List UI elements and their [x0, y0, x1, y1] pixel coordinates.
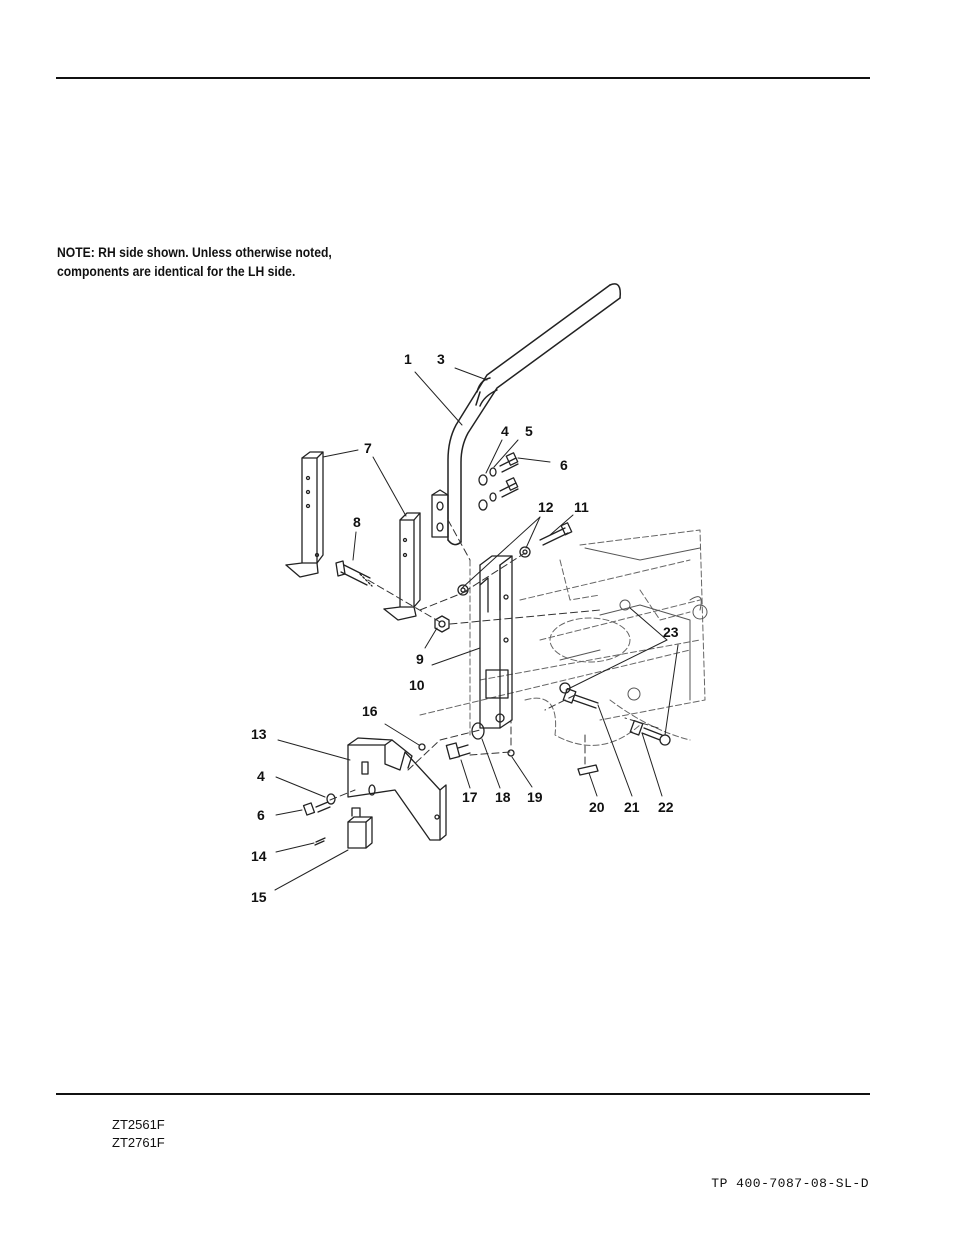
bolt-set-lower — [302, 793, 336, 816]
bolt-set-upper — [478, 452, 519, 511]
frame-solid-lines — [559, 547, 708, 701]
nut-12 — [457, 546, 531, 596]
callout-8: 8 — [353, 514, 361, 530]
callout-19: 19 — [527, 789, 543, 805]
callout-21: 21 — [624, 799, 640, 815]
callout-1: 1 — [404, 351, 412, 367]
nut-16 — [418, 743, 426, 751]
note-text: NOTE: RH side shown. Unless otherwise no… — [57, 243, 332, 281]
callout-labels: 1 3 4 5 6 7 8 9 10 11 12 13 4 6 14 15 16… — [251, 351, 679, 905]
callout-16: 16 — [362, 703, 378, 719]
callout-11: 11 — [574, 499, 589, 515]
fitting-19 — [507, 749, 515, 757]
bolt-8 — [335, 560, 373, 587]
model-list: ZT2561F ZT2761F — [112, 1116, 165, 1152]
nut-23b — [659, 734, 671, 746]
model-item: ZT2561F — [112, 1117, 165, 1132]
mower-frame-outline — [419, 529, 706, 746]
pin-14 — [314, 837, 326, 846]
bolt-22 — [629, 720, 663, 741]
nut-9 — [434, 615, 450, 633]
nut-23a — [559, 682, 571, 694]
assembly-lines — [329, 519, 659, 801]
model-item: ZT2761F — [112, 1135, 165, 1150]
bolt-11 — [539, 522, 573, 546]
callout-4-lower: 4 — [257, 768, 265, 784]
callout-23: 23 — [663, 624, 679, 640]
note-line-1: NOTE: RH side shown. Unless otherwise no… — [57, 245, 332, 260]
document-number: TP 400-7087-08-SL-D — [711, 1176, 869, 1191]
bottom-rule — [56, 1093, 870, 1095]
callout-14: 14 — [251, 848, 267, 864]
callout-12: 12 — [538, 499, 554, 515]
callout-6: 6 — [560, 457, 568, 473]
callout-6-lower: 6 — [257, 807, 265, 823]
handle-bar — [447, 283, 622, 546]
bolt-17 — [445, 742, 471, 760]
callout-22: 22 — [658, 799, 674, 815]
callout-5: 5 — [525, 423, 533, 439]
note-line-2: components are identical for the LH side… — [57, 264, 296, 279]
leader-lines — [274, 367, 679, 891]
top-rule — [56, 77, 870, 79]
callout-10: 10 — [409, 677, 425, 693]
callout-4: 4 — [501, 423, 509, 439]
callout-15: 15 — [251, 889, 267, 905]
bracket-7-rear — [285, 451, 324, 578]
key-20 — [577, 764, 599, 776]
bracket-13 — [347, 737, 447, 841]
callout-3: 3 — [437, 351, 445, 367]
handle-mount-plate — [431, 489, 449, 538]
switch-15 — [347, 807, 373, 849]
channel-bracket-10 — [479, 555, 513, 729]
callout-13: 13 — [251, 726, 267, 742]
callout-17: 17 — [462, 789, 478, 805]
washer-18 — [471, 722, 485, 740]
bolt-21 — [562, 688, 599, 709]
callout-7: 7 — [364, 440, 372, 456]
callout-18: 18 — [495, 789, 511, 805]
callout-20: 20 — [589, 799, 605, 815]
callout-9: 9 — [416, 651, 424, 667]
bracket-7-front — [383, 512, 421, 621]
